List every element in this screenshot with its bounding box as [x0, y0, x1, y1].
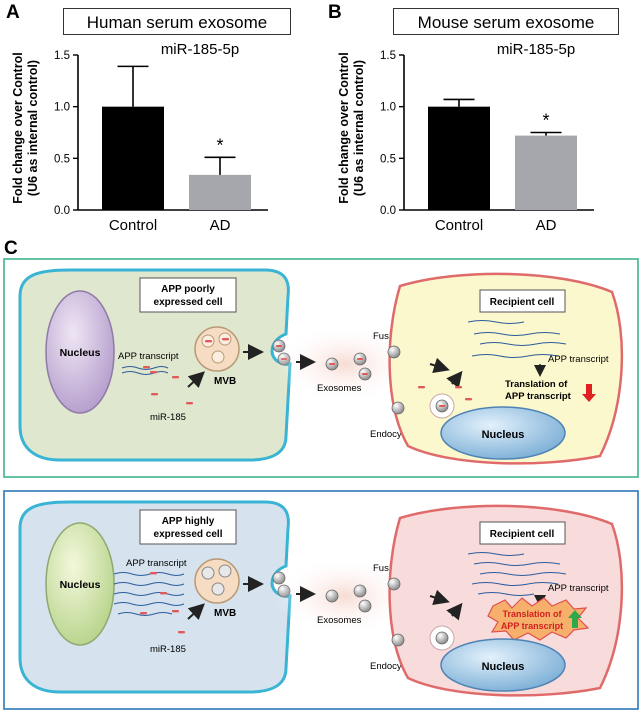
translation-2-bottom: APP transcript	[501, 621, 563, 631]
panel-b-letter: B	[328, 2, 342, 23]
exosomes-label-top: Exosomes	[317, 383, 362, 394]
panel-b-title: Mouse serum exosome	[393, 8, 619, 35]
chart-b-xtick-label: Control	[435, 217, 483, 234]
endocytosis-label-bottom: Endocytosis	[370, 661, 421, 672]
fusion-label-bottom: Fusion	[373, 563, 402, 574]
chart-a-ytick-label: 0.5	[54, 153, 70, 165]
translation-2-top: APP transcript	[505, 391, 572, 402]
app-transcript-label-bottom: APP transcript	[126, 558, 187, 569]
endocytosis-label-top: Endocytosis	[370, 429, 421, 440]
donor-title-2-top: expressed cell	[154, 297, 223, 308]
down-arrow-icon	[582, 384, 596, 402]
donor-nucleus-label-bottom: Nucleus	[60, 579, 101, 591]
mir185-label-top: miR-185	[150, 412, 186, 423]
recipient-app-label-top: APP transcript	[548, 354, 609, 365]
chart-a-ytick-label: 1.5	[54, 50, 70, 62]
mvb-label-bottom: MVB	[214, 608, 236, 619]
exosomes-label-bottom: Exosomes	[317, 615, 362, 626]
app-transcript-label-top: APP transcript	[118, 351, 179, 362]
recipient-nucleus-label-bottom: Nucleus	[482, 661, 525, 673]
recipient-app-label-bottom: APP transcript	[548, 583, 609, 594]
chart-b-ytick-label: 0.5	[380, 153, 396, 165]
chart-b-bar-ad	[515, 135, 577, 210]
donor-nucleus-label-top: Nucleus	[60, 347, 101, 359]
up-arrow-icon	[568, 610, 582, 628]
mvb-top	[194, 326, 240, 372]
chart-a-significance: *	[216, 135, 223, 155]
chart-a-xtick-label: AD	[210, 217, 231, 234]
diagram-c: Nucleus APP poorly expressed cell APP tr…	[3, 258, 639, 710]
chart-a-ytick-label: 1.0	[54, 102, 70, 114]
chart-b-ytick-label: 1.0	[380, 102, 396, 114]
recipient-nucleus-bottom	[440, 638, 566, 692]
diagram-top-panel: Nucleus APP poorly expressed cell APP tr…	[3, 258, 639, 478]
recipient-nucleus-top	[440, 406, 566, 460]
chart-a-bar-control	[102, 106, 164, 210]
chart-b-ytick-label: 0.0	[380, 205, 396, 217]
translation-1-bottom: Translation of	[502, 609, 562, 619]
mir185-label-bottom: miR-185	[150, 644, 186, 655]
donor-nucleus-top	[45, 290, 115, 414]
chart-a-xtick-label: Control	[109, 217, 157, 234]
chart-b-significance: *	[542, 111, 549, 131]
recipient-title-bottom: Recipient cell	[490, 529, 555, 540]
recipient-nucleus-label-top: Nucleus	[482, 429, 525, 441]
chart-a-ytick-label: 0.0	[54, 205, 70, 217]
translation-burst	[487, 597, 590, 641]
mvb-label-top: MVB	[214, 376, 236, 387]
fusion-label-top: Fusion	[373, 331, 402, 342]
panel-c-letter: C	[4, 238, 18, 259]
chart-b-xtick-label: AD	[536, 217, 557, 234]
donor-title-2-bottom: expressed cell	[154, 529, 223, 540]
chart-a-bar-ad	[189, 174, 251, 210]
translation-1-top: Translation of	[505, 379, 568, 390]
diagram-bottom-panel: Nucleus APP highly expressed cell APP tr…	[3, 490, 639, 710]
donor-title-1-top: APP poorly	[161, 284, 215, 295]
panel-a-subtitle: miR-185-5p	[160, 41, 240, 58]
donor-title-1-bottom: APP highly	[162, 516, 215, 527]
chart-b-ytick-label: 1.5	[380, 50, 396, 62]
panel-a-letter: A	[6, 2, 20, 23]
panel-b-subtitle: miR-185-5p	[496, 41, 576, 58]
recipient-title-top: Recipient cell	[490, 297, 555, 308]
donor-title-box-top	[139, 277, 237, 313]
mvb-bottom	[194, 558, 240, 604]
chart-b-bar-control	[428, 106, 490, 210]
panel-a-title: Human serum exosome	[63, 8, 291, 35]
